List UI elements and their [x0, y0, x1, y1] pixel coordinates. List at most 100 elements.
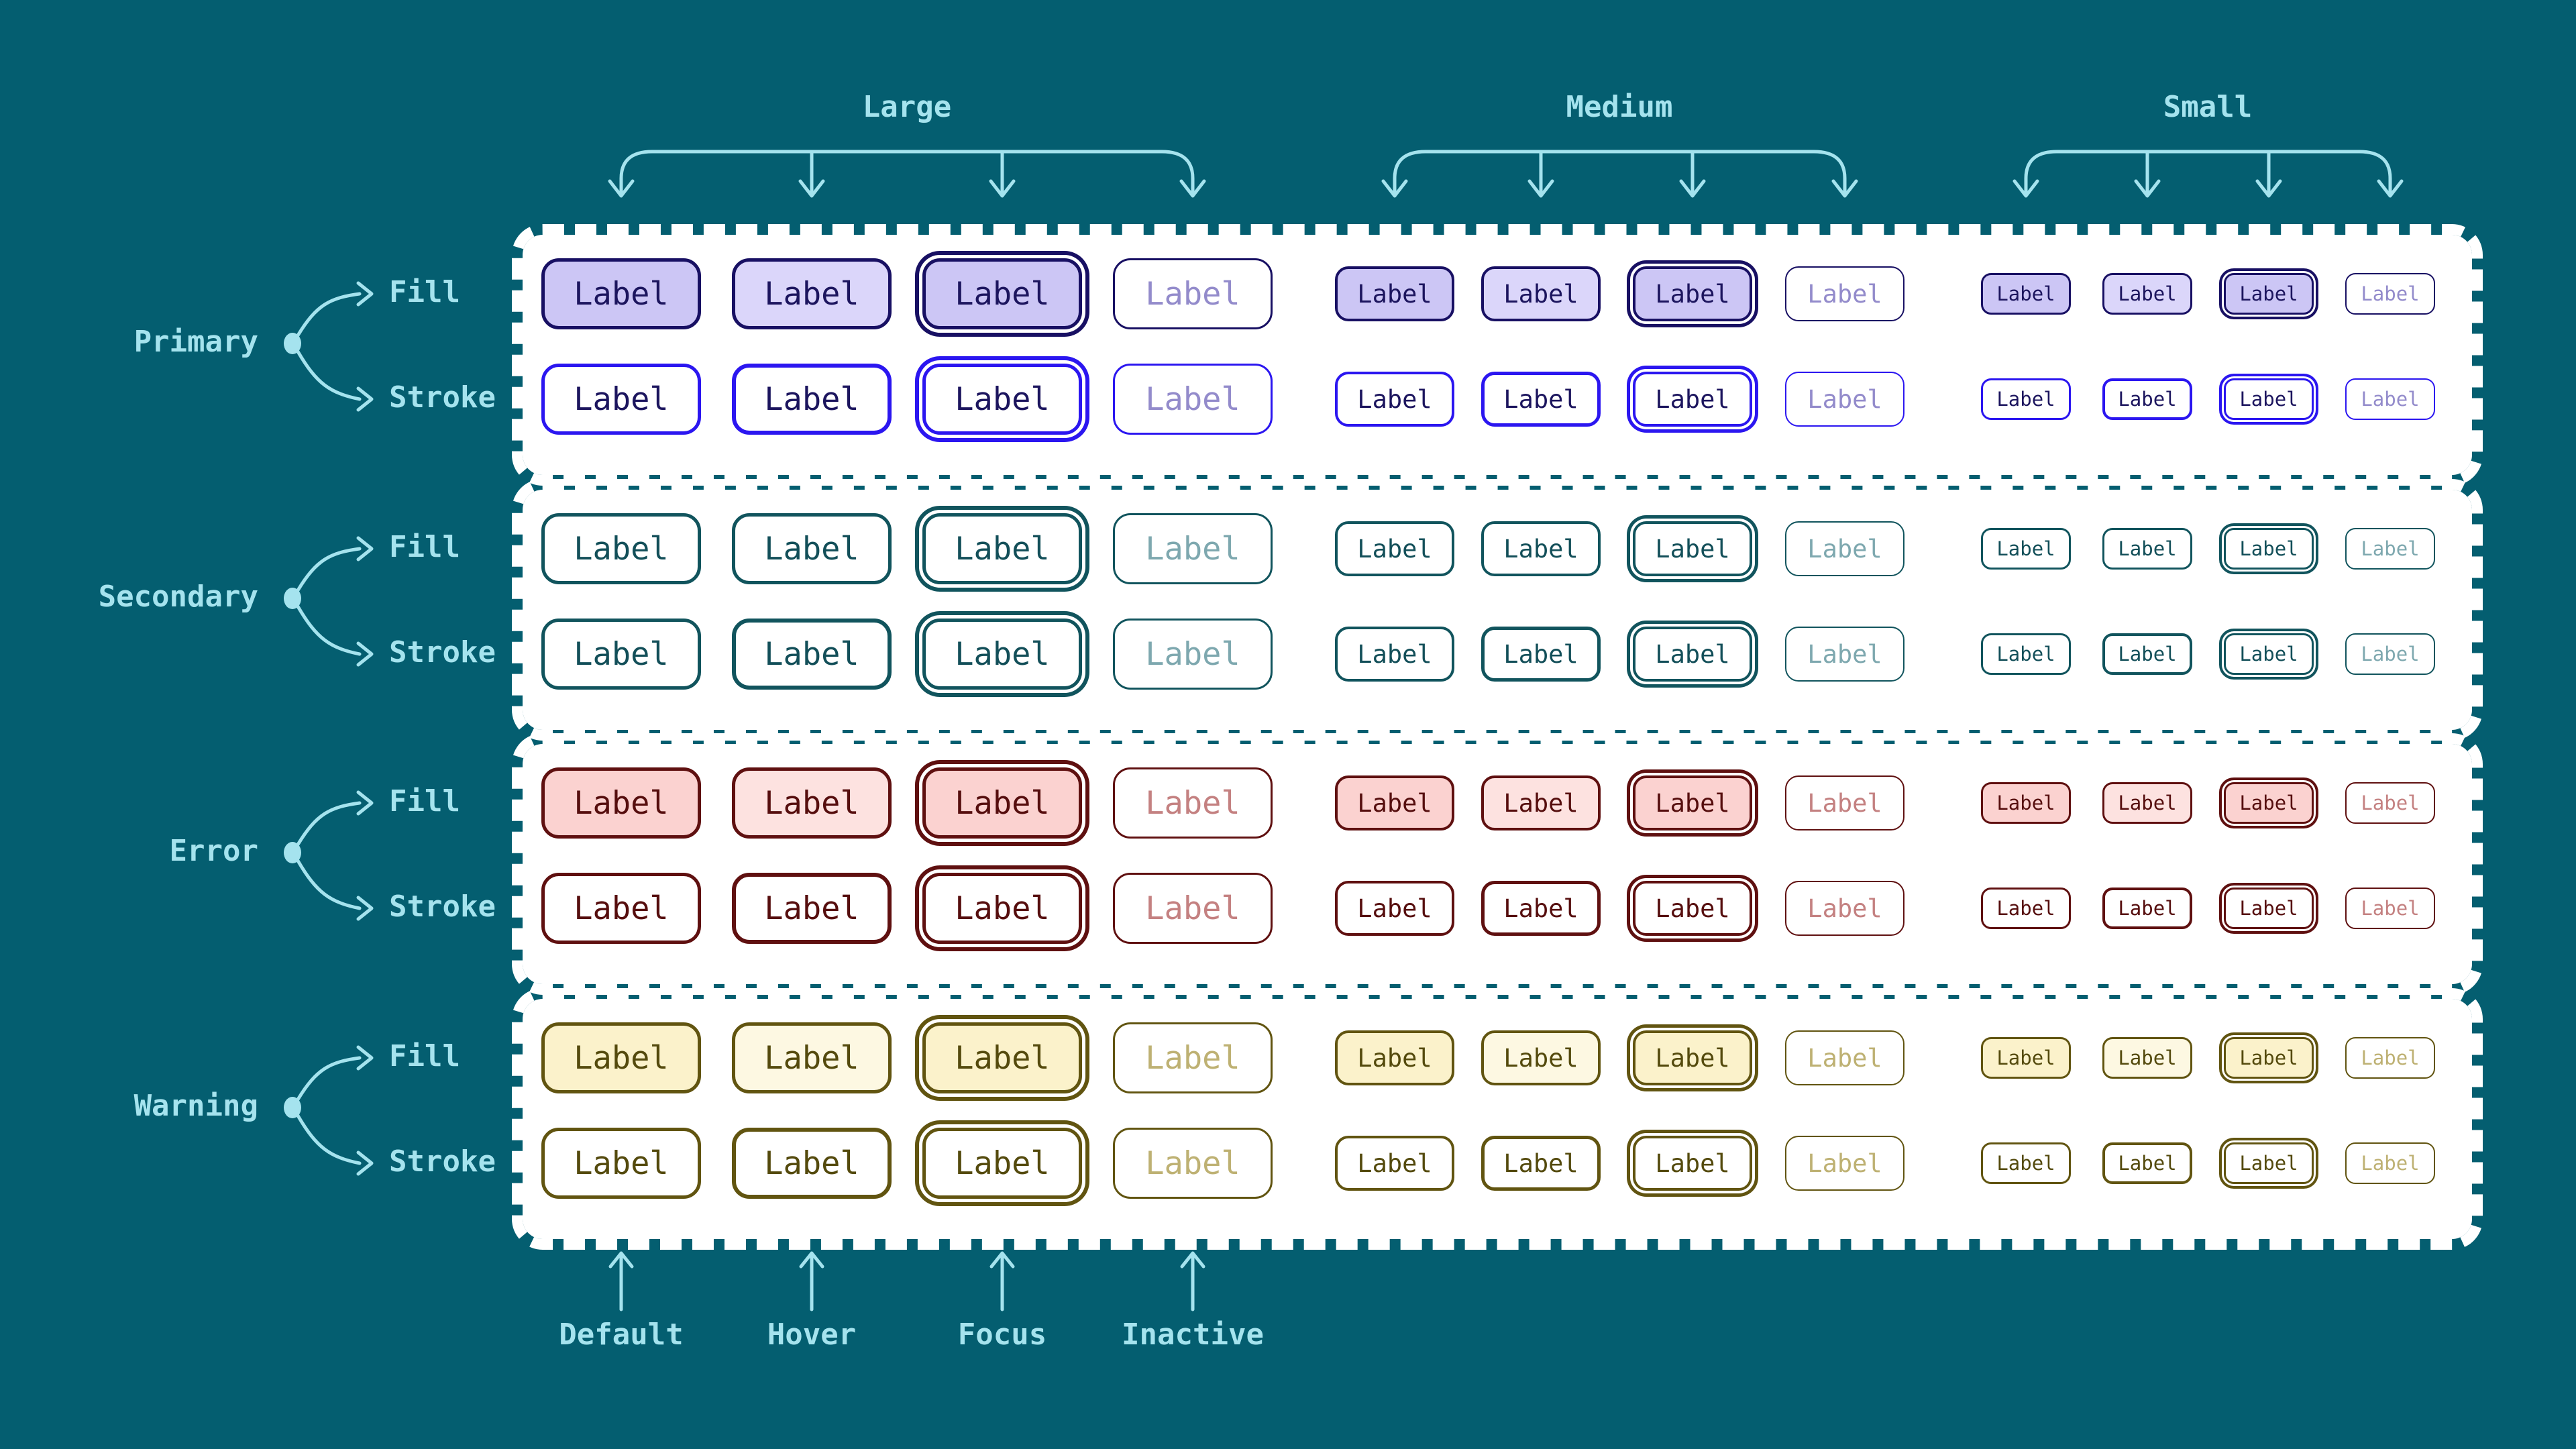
warning-stroke-medium-inactive-button[interactable]: Label — [1785, 1136, 1904, 1191]
warning-fill-small-focus-button[interactable]: Label — [2224, 1037, 2314, 1079]
error-stroke-small-hover-button[interactable]: Label — [2102, 888, 2192, 929]
warning-stroke-large-focus-button[interactable]: Label — [922, 1128, 1082, 1199]
warning-stroke-small-hover-button[interactable]: Label — [2102, 1142, 2192, 1184]
primary-fill-small-default-button[interactable]: Label — [1981, 273, 2071, 315]
primary-stroke-large-inactive-button[interactable]: Label — [1113, 364, 1273, 435]
warning-fill-medium-hover-button[interactable]: Label — [1481, 1030, 1601, 1085]
secondary-fill-large-default-button[interactable]: Label — [541, 513, 701, 584]
warning-fill-large-default-button[interactable]: Label — [541, 1022, 701, 1093]
warning-stroke-medium-hover-button[interactable]: Label — [1481, 1136, 1601, 1191]
secondary-fill-medium-hover-button[interactable]: Label — [1481, 521, 1601, 576]
primary-fill-small-focus-button[interactable]: Label — [2224, 273, 2314, 315]
secondary-stroke-medium-inactive-button[interactable]: Label — [1785, 627, 1904, 682]
warning-stroke-large-default-button[interactable]: Label — [541, 1128, 701, 1199]
error-stroke-large-default-button[interactable]: Label — [541, 873, 701, 944]
size-bracket-arrows-medium — [1381, 150, 1858, 198]
warning-fill-medium-inactive-button[interactable]: Label — [1785, 1030, 1904, 1085]
variant-label-secondary: Secondary — [98, 580, 258, 614]
warning-fill-small-default-button[interactable]: Label — [1981, 1037, 2071, 1079]
primary-stroke-medium-default-button[interactable]: Label — [1335, 372, 1454, 427]
primary-fill-medium-focus-button[interactable]: Label — [1633, 266, 1752, 321]
error-fill-small-hover-button[interactable]: Label — [2102, 782, 2192, 824]
primary-stroke-medium-inactive-button[interactable]: Label — [1785, 372, 1904, 427]
primary-stroke-small-default-button[interactable]: Label — [1981, 378, 2071, 420]
variant-label-warning: Warning — [133, 1089, 258, 1123]
secondary-fill-large-hover-button[interactable]: Label — [732, 513, 892, 584]
secondary-fill-large-focus-button[interactable]: Label — [922, 513, 1082, 584]
error-stroke-medium-inactive-button[interactable]: Label — [1785, 881, 1904, 936]
warning-fill-small-inactive-button[interactable]: Label — [2345, 1037, 2435, 1079]
warning-stroke-large-hover-button[interactable]: Label — [732, 1128, 892, 1199]
primary-fill-small-inactive-button[interactable]: Label — [2345, 273, 2435, 315]
primary-fill-large-default-button[interactable]: Label — [541, 258, 701, 329]
error-fill-small-inactive-button[interactable]: Label — [2345, 782, 2435, 824]
secondary-stroke-small-default-button[interactable]: Label — [1981, 633, 2071, 675]
secondary-stroke-medium-hover-button[interactable]: Label — [1481, 627, 1601, 682]
error-fill-medium-inactive-button[interactable]: Label — [1785, 775, 1904, 830]
primary-stroke-medium-focus-button[interactable]: Label — [1633, 372, 1752, 427]
warning-fill-large-inactive-button[interactable]: Label — [1113, 1022, 1273, 1093]
error-fill-small-focus-button[interactable]: Label — [2224, 782, 2314, 824]
primary-fill-small-hover-button[interactable]: Label — [2102, 273, 2192, 315]
primary-fill-large-focus-button[interactable]: Label — [922, 258, 1082, 329]
secondary-stroke-large-hover-button[interactable]: Label — [732, 619, 892, 690]
warning-stroke-small-default-button[interactable]: Label — [1981, 1142, 2071, 1184]
warning-fill-medium-focus-button[interactable]: Label — [1633, 1030, 1752, 1085]
error-fill-small-default-button[interactable]: Label — [1981, 782, 2071, 824]
error-fill-medium-hover-button[interactable]: Label — [1481, 775, 1601, 830]
warning-fill-medium-default-button[interactable]: Label — [1335, 1030, 1454, 1085]
primary-stroke-medium-hover-button[interactable]: Label — [1481, 372, 1601, 427]
primary-stroke-small-focus-button[interactable]: Label — [2224, 378, 2314, 420]
secondary-fill-small-focus-button[interactable]: Label — [2224, 528, 2314, 570]
secondary-stroke-large-focus-button[interactable]: Label — [922, 619, 1082, 690]
warning-fill-small-hover-button[interactable]: Label — [2102, 1037, 2192, 1079]
error-fill-large-default-button[interactable]: Label — [541, 767, 701, 839]
primary-stroke-large-hover-button[interactable]: Label — [732, 364, 892, 435]
secondary-stroke-small-focus-button[interactable]: Label — [2224, 633, 2314, 675]
primary-fill-large-hover-button[interactable]: Label — [732, 258, 892, 329]
secondary-fill-small-hover-button[interactable]: Label — [2102, 528, 2192, 570]
secondary-fill-large-inactive-button[interactable]: Label — [1113, 513, 1273, 584]
primary-stroke-small-hover-button[interactable]: Label — [2102, 378, 2192, 420]
secondary-fill-small-inactive-button[interactable]: Label — [2345, 528, 2435, 570]
secondary-stroke-small-hover-button[interactable]: Label — [2102, 633, 2192, 675]
primary-stroke-small-inactive-button[interactable]: Label — [2345, 378, 2435, 420]
error-stroke-small-default-button[interactable]: Label — [1981, 888, 2071, 929]
secondary-fill-medium-focus-button[interactable]: Label — [1633, 521, 1752, 576]
warning-stroke-small-focus-button[interactable]: Label — [2224, 1142, 2314, 1184]
error-stroke-medium-focus-button[interactable]: Label — [1633, 881, 1752, 936]
secondary-stroke-medium-default-button[interactable]: Label — [1335, 627, 1454, 682]
secondary-fill-small-default-button[interactable]: Label — [1981, 528, 2071, 570]
secondary-fill-medium-default-button[interactable]: Label — [1335, 521, 1454, 576]
primary-fill-medium-hover-button[interactable]: Label — [1481, 266, 1601, 321]
secondary-fill-medium-inactive-button[interactable]: Label — [1785, 521, 1904, 576]
warning-stroke-medium-default-button[interactable]: Label — [1335, 1136, 1454, 1191]
primary-stroke-large-focus-button[interactable]: Label — [922, 364, 1082, 435]
error-stroke-large-hover-button[interactable]: Label — [732, 873, 892, 944]
warning-stroke-medium-focus-button[interactable]: Label — [1633, 1136, 1752, 1191]
secondary-stroke-medium-focus-button[interactable]: Label — [1633, 627, 1752, 682]
error-stroke-small-focus-button[interactable]: Label — [2224, 888, 2314, 929]
secondary-stroke-small-inactive-button[interactable]: Label — [2345, 633, 2435, 675]
primary-fill-medium-default-button[interactable]: Label — [1335, 266, 1454, 321]
secondary-stroke-large-default-button[interactable]: Label — [541, 619, 701, 690]
error-stroke-medium-hover-button[interactable]: Label — [1481, 881, 1601, 936]
error-stroke-medium-default-button[interactable]: Label — [1335, 881, 1454, 936]
error-stroke-large-inactive-button[interactable]: Label — [1113, 873, 1273, 944]
error-fill-medium-default-button[interactable]: Label — [1335, 775, 1454, 830]
error-fill-medium-focus-button[interactable]: Label — [1633, 775, 1752, 830]
warning-fill-large-focus-button[interactable]: Label — [922, 1022, 1082, 1093]
error-fill-large-inactive-button[interactable]: Label — [1113, 767, 1273, 839]
warning-fill-large-hover-button[interactable]: Label — [732, 1022, 892, 1093]
error-fill-large-hover-button[interactable]: Label — [732, 767, 892, 839]
primary-fill-large-inactive-button[interactable]: Label — [1113, 258, 1273, 329]
style-label-stroke-secondary: Stroke — [389, 635, 496, 669]
error-stroke-small-inactive-button[interactable]: Label — [2345, 888, 2435, 929]
error-fill-large-focus-button[interactable]: Label — [922, 767, 1082, 839]
warning-stroke-large-inactive-button[interactable]: Label — [1113, 1128, 1273, 1199]
error-stroke-large-focus-button[interactable]: Label — [922, 873, 1082, 944]
warning-stroke-small-inactive-button[interactable]: Label — [2345, 1142, 2435, 1184]
primary-stroke-large-default-button[interactable]: Label — [541, 364, 701, 435]
secondary-stroke-large-inactive-button[interactable]: Label — [1113, 619, 1273, 690]
primary-fill-medium-inactive-button[interactable]: Label — [1785, 266, 1904, 321]
